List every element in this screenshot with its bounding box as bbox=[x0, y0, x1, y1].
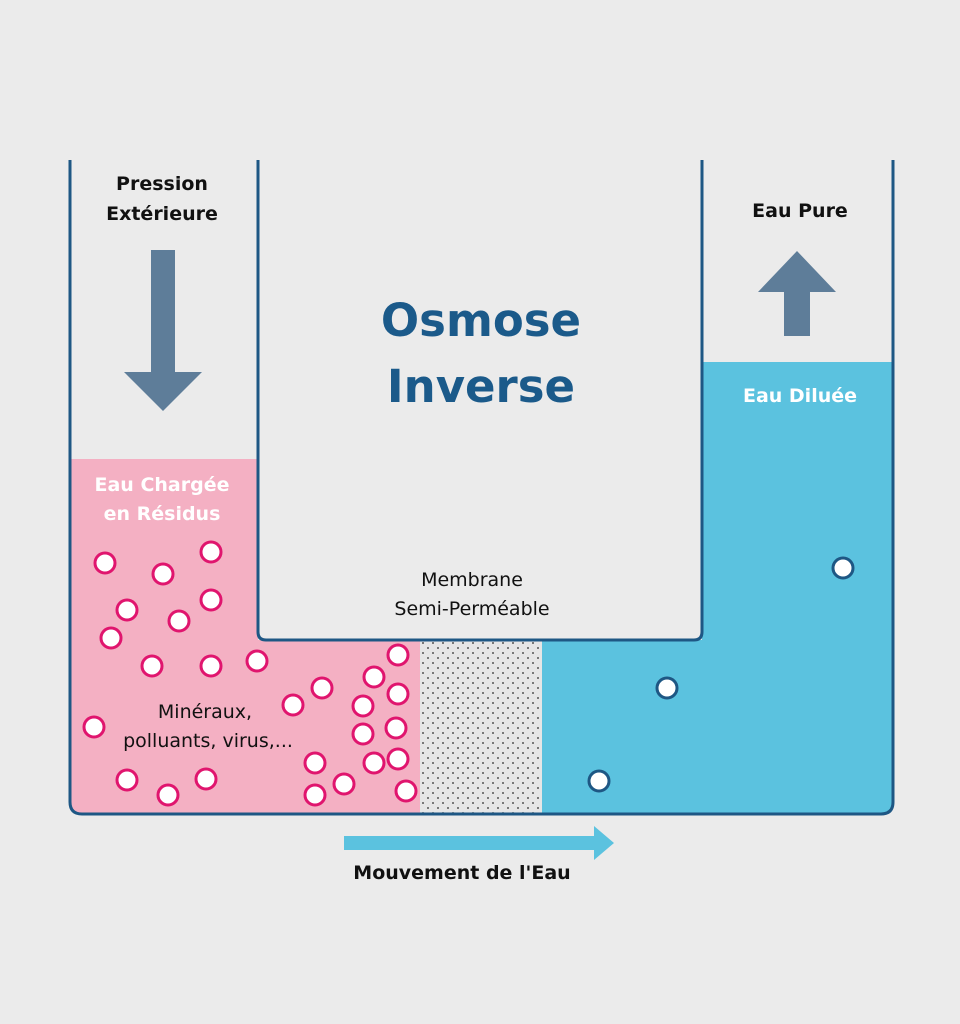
pressure-label-line-2: Extérieure bbox=[106, 203, 218, 225]
residue-particle bbox=[199, 540, 223, 564]
diluted-particle bbox=[587, 769, 611, 793]
residue-particle bbox=[394, 779, 418, 803]
membrane-dots bbox=[420, 640, 542, 814]
residue-water-upper bbox=[70, 459, 258, 642]
arrow-down-icon bbox=[124, 250, 202, 411]
residue-particle bbox=[99, 626, 123, 650]
residue-water-label-line-2: en Résidus bbox=[104, 503, 221, 525]
residue-particle bbox=[351, 694, 375, 718]
residue-particle bbox=[167, 609, 191, 633]
residue-particle bbox=[281, 693, 305, 717]
residue-particle bbox=[140, 654, 164, 678]
residue-particles bbox=[82, 540, 418, 807]
residue-particle bbox=[303, 751, 327, 775]
residue-particle bbox=[362, 665, 386, 689]
residue-particle bbox=[386, 643, 410, 667]
residue-particle bbox=[332, 772, 356, 796]
residue-particle bbox=[199, 654, 223, 678]
membrane-label-line-1: Membrane bbox=[421, 569, 523, 591]
particles-label-line-1: Minéraux, bbox=[158, 701, 252, 723]
residue-particle bbox=[82, 715, 106, 739]
title-line-2: Inverse bbox=[387, 360, 575, 413]
particles-label-line-2: polluants, virus,... bbox=[123, 730, 293, 752]
pure-water-label: Eau Pure bbox=[752, 200, 848, 222]
diluted-water-upper bbox=[702, 362, 893, 644]
residue-particle bbox=[115, 598, 139, 622]
residue-particle bbox=[386, 682, 410, 706]
diluted-particle bbox=[655, 676, 679, 700]
pressure-label-line-1: Pression bbox=[116, 173, 208, 195]
residue-particle bbox=[93, 551, 117, 575]
diluted-water-label: Eau Diluée bbox=[743, 385, 857, 407]
residue-particle bbox=[386, 747, 410, 771]
diluted-water-lower bbox=[542, 640, 893, 814]
arrow-up-icon bbox=[758, 251, 836, 336]
residue-particle bbox=[384, 716, 408, 740]
title-line-1: Osmose bbox=[381, 294, 581, 347]
arrow-right-icon bbox=[344, 826, 614, 860]
inner-chamber-outline bbox=[256, 160, 704, 642]
diluted-particle bbox=[831, 556, 855, 580]
residue-particle bbox=[194, 767, 218, 791]
diluted-particles bbox=[587, 556, 855, 793]
residue-particle bbox=[245, 649, 269, 673]
residue-particle bbox=[303, 783, 327, 807]
residue-particle bbox=[199, 588, 223, 612]
residue-particle bbox=[156, 783, 180, 807]
membrane-label-line-2: Semi-Perméable bbox=[394, 598, 549, 620]
vessel-outline bbox=[68, 160, 895, 816]
residue-particle bbox=[310, 676, 334, 700]
residue-particle bbox=[115, 768, 139, 792]
residue-particle bbox=[151, 562, 175, 586]
residue-particle bbox=[351, 722, 375, 746]
residue-particle bbox=[362, 751, 386, 775]
residue-water-label-line-1: Eau Chargée bbox=[95, 474, 230, 496]
flow-label: Mouvement de l'Eau bbox=[353, 862, 570, 884]
